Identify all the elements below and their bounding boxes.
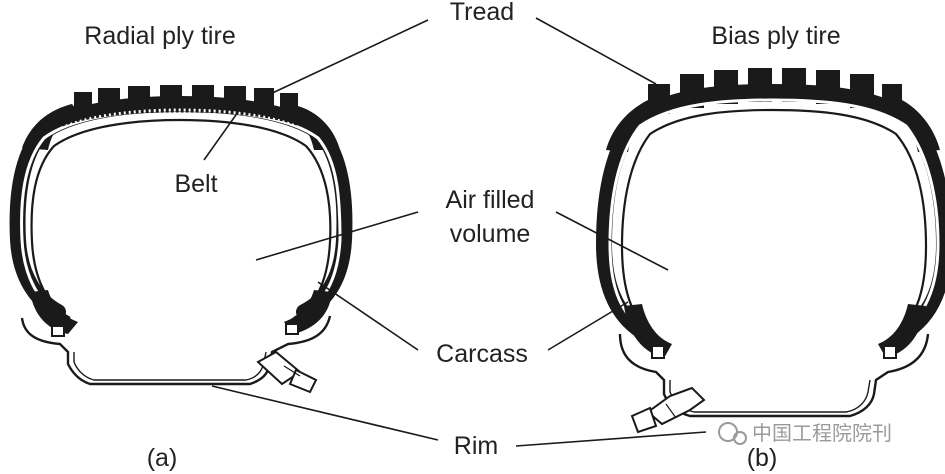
rim-leader-right: [515, 431, 707, 447]
bias-valve-stem: [630, 386, 706, 434]
bias-title: Bias ply tire: [711, 22, 840, 50]
radial-valve-stem: [256, 350, 318, 394]
radial-rim-inner: [73, 351, 267, 381]
bias-bead-left: [624, 304, 672, 358]
radial-tire: [9, 85, 353, 394]
bias-carcass-ply: [608, 98, 940, 332]
caption-b: (b): [747, 444, 778, 472]
radial-belt: [61, 107, 301, 127]
rim-leader-left: [211, 385, 439, 441]
air-leader-left: [255, 211, 419, 261]
air-filled-label-line1: Air filled: [446, 186, 535, 214]
leader-lines: [203, 17, 707, 447]
caption-a: (a): [147, 444, 178, 472]
air-leader-right: [555, 211, 669, 271]
radial-rim: [20, 315, 332, 386]
radial-bead-core-left: [51, 325, 65, 337]
radial-bead-left: [30, 290, 78, 334]
radial-outer-wall: [9, 95, 353, 320]
radial-carcass-ply: [20, 108, 342, 316]
tread-label: Tread: [450, 0, 514, 26]
carcass-label: Carcass: [436, 340, 528, 368]
carcass-leader-right: [547, 301, 629, 351]
bias-inner-liner: [620, 108, 928, 337]
watermark-icon-dot: [733, 431, 747, 445]
bias-rim: [618, 333, 930, 418]
carcass-leader-left: [317, 281, 419, 351]
bias-bead-core-left: [651, 345, 665, 359]
radial-bead-core-right: [285, 323, 299, 335]
bias-outer-wall: [595, 83, 945, 338]
rim-label: Rim: [454, 432, 498, 460]
watermark-text: 中国工程院院刊: [752, 421, 892, 445]
watermark: 中国工程院院刊: [718, 421, 892, 445]
bias-bead-core-right: [883, 345, 897, 359]
radial-title: Radial ply tire: [84, 22, 235, 50]
air-filled-label-line2: volume: [450, 220, 531, 248]
bias-bead-right: [878, 304, 926, 358]
belt-leader: [203, 111, 239, 161]
tread-leader-left: [265, 19, 429, 97]
radial-inner-liner: [30, 118, 332, 319]
bias-tire: [595, 68, 945, 434]
tread-leader-right: [535, 17, 657, 85]
belt-label: Belt: [174, 170, 217, 198]
